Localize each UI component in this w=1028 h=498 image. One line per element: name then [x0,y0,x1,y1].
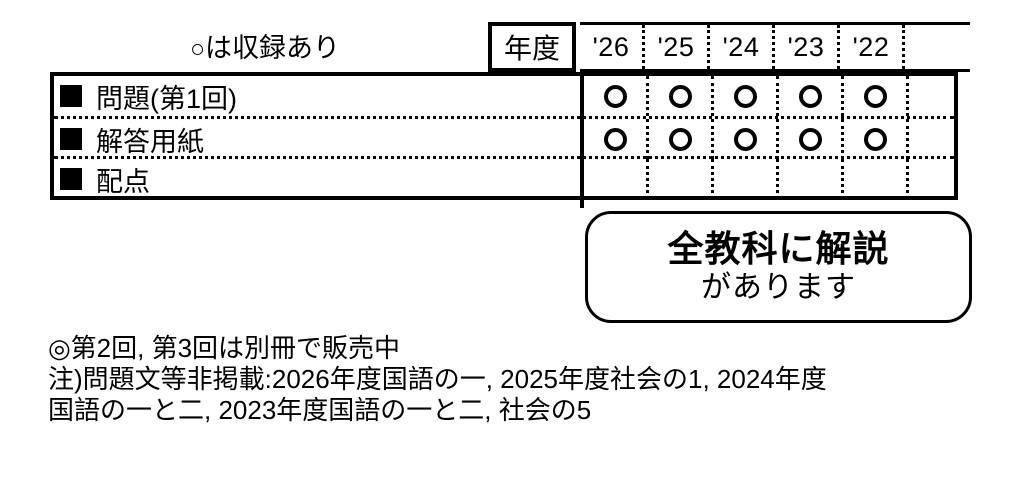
legend-note: ○は収録あり [50,32,480,65]
row-cells [584,159,974,199]
year-columns: '26 '25 '24 '23 '22 [580,22,970,72]
year-header-cell: 年度 [488,22,576,72]
year-label: '22 [852,31,890,62]
row-label: 問題(第1回) [54,76,237,116]
year-label: '24 [722,31,760,62]
table-cell [779,76,844,116]
table-cell [649,119,714,159]
table-cell [714,119,779,159]
row-cells [584,76,974,116]
table-cell [909,119,974,159]
year-column-header: '22 [840,25,905,69]
table-row: 解答用紙 [54,116,954,159]
included-circle-icon [603,84,627,108]
included-circle-icon [603,127,627,151]
table-cell [584,76,649,116]
included-circle-icon [668,84,692,108]
year-column-header: '26 [580,25,645,69]
included-circle-icon [798,127,822,151]
table-cell [649,159,714,199]
year-label: '26 [592,31,630,62]
table-cell [779,159,844,199]
square-bullet-icon [60,85,82,107]
year-header-label: 年度 [503,33,560,64]
contents-table: 問題(第1回) 解答用紙 配点 [50,72,958,208]
footnotes: ◎第2回, 第3回は別冊で販売中 注)問題文等非掲載:2026年度国語の一, 2… [48,333,1008,426]
callout-line-1: 全教科に解説 [667,228,890,269]
row-cells [584,119,974,159]
table-vertical-divider [580,72,584,208]
table-cell [649,76,714,116]
table-cell [909,76,974,116]
included-circle-icon [798,84,822,108]
year-column-header: '24 [710,25,775,69]
year-label: '23 [787,31,825,62]
legend-label: は収録あり [205,33,341,63]
circle-legend-icon: ○ [189,35,206,63]
callout-line-2: があります [701,271,856,304]
table-cell [584,119,649,159]
included-circle-icon [733,127,757,151]
row-label: 解答用紙 [54,119,204,159]
table-cell [844,159,909,199]
row-label-text: 問題(第1回) [96,83,237,114]
table-row: 配点 [54,156,954,199]
row-label: 配点 [54,159,150,199]
explanation-callout: 全教科に解説 があります [585,211,972,323]
year-label: '25 [657,31,695,62]
row-label-text: 配点 [96,166,150,197]
year-column-header [905,25,970,69]
table-cell [909,159,974,199]
table-cell [714,159,779,199]
footnote-line: ◎第2回, 第3回は別冊で販売中 [48,333,401,363]
year-column-header: '25 [645,25,710,69]
table-cell [584,159,649,199]
row-label-text: 解答用紙 [96,126,204,157]
square-bullet-icon [60,168,82,190]
included-circle-icon [668,127,692,151]
table-header-strip: 年度 '26 '25 '24 '23 '22 [50,22,970,72]
table-cell [714,76,779,116]
table-cell [844,76,909,116]
included-circle-icon [863,84,887,108]
year-column-header: '23 [775,25,840,69]
table-row: 問題(第1回) [54,76,954,116]
included-circle-icon [863,127,887,151]
included-circle-icon [733,84,757,108]
table-cell [779,119,844,159]
table-cell [844,119,909,159]
footnote-line: 注)問題文等非掲載:2026年度国語の一, 2025年度社会の1, 2024年度 [48,364,827,394]
footnote-line: 国語の一と二, 2023年度国語の一と二, 社会の5 [48,395,592,425]
square-bullet-icon [60,128,82,150]
